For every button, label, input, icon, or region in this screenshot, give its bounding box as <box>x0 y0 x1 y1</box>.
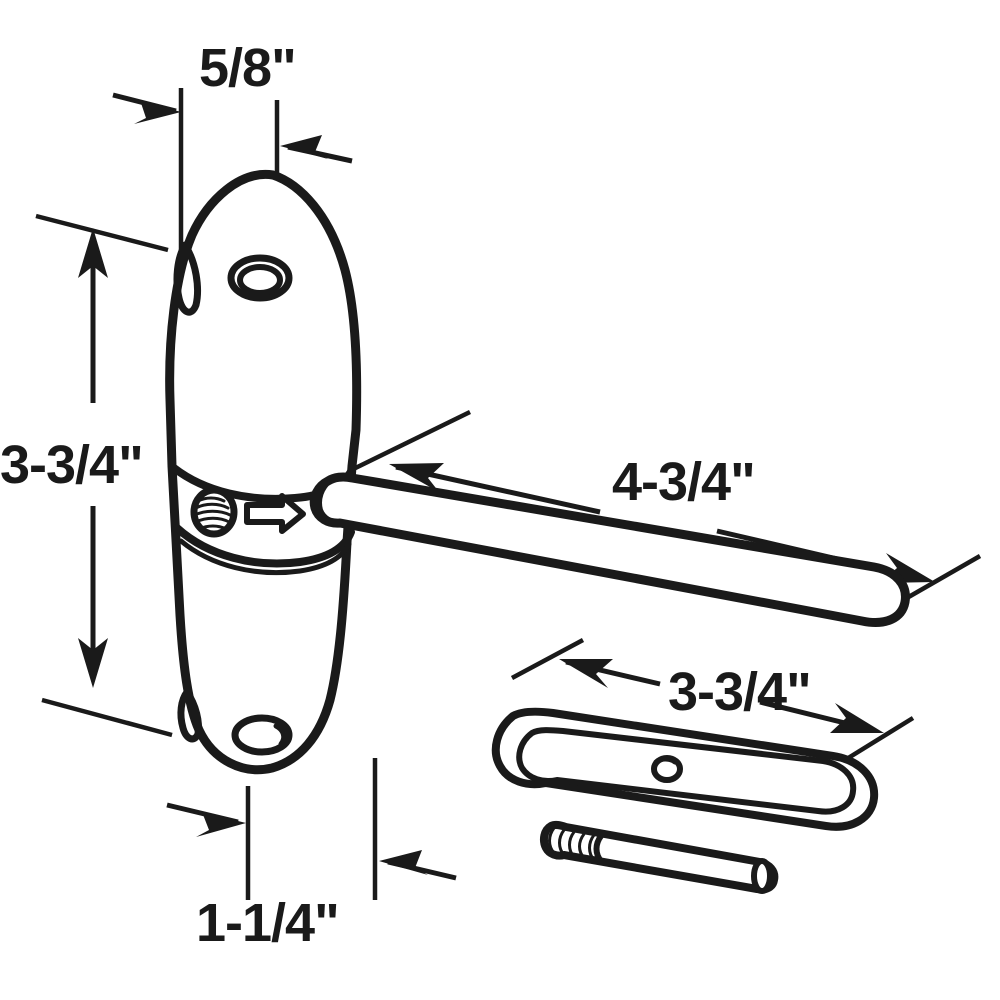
arrowhead-up <box>78 228 108 278</box>
dimension-line-right-seg <box>759 699 846 726</box>
screw-hole-lower <box>231 714 293 756</box>
extension-line-bottom <box>41 697 173 738</box>
threaded-pin-threads <box>548 826 596 862</box>
dimension-3-3-4-inch-height <box>35 213 173 738</box>
extension-line-near <box>510 638 585 680</box>
notch-lower-left <box>177 688 202 743</box>
arrowhead-left <box>559 659 613 688</box>
arrowhead-right <box>280 135 328 159</box>
pin-open-end <box>751 858 773 894</box>
dimension-label-5-8: 5/8" <box>199 38 296 98</box>
collar-bottom-edge-shadow <box>178 538 352 576</box>
direction-arrow-icon <box>244 493 306 534</box>
dimension-3-3-4-inch-bar <box>510 638 915 762</box>
flat-bar <box>491 707 879 831</box>
dimension-label-height: 3-3/4" <box>0 435 143 495</box>
screw-hole-lower-highlight <box>273 723 287 747</box>
extension-line-near <box>334 409 471 481</box>
arrowhead-left <box>134 100 181 124</box>
arrowhead-down <box>78 638 108 688</box>
dimension-label-arm-length: 4-3/4" <box>612 452 755 512</box>
dimension-label-width: 1-1/4" <box>196 893 339 953</box>
threaded-pin-outline <box>539 820 779 894</box>
hinge-body <box>165 169 362 775</box>
threaded-pin <box>539 820 779 894</box>
flat-bar-inner-outline <box>516 727 857 815</box>
dimension-label-bar-length: 3-3/4" <box>668 662 811 722</box>
extension-line-top <box>35 213 169 253</box>
flat-bar-hole-highlight <box>653 756 678 765</box>
arrowhead-right <box>830 703 884 733</box>
arrowhead-left <box>389 463 444 492</box>
notch-upper-left <box>173 241 201 316</box>
dimension-1-1-4-inch <box>166 758 457 900</box>
thread-section-boundary <box>593 833 604 864</box>
screw-hole-upper-inner <box>237 264 283 296</box>
arrowhead-right <box>379 850 428 875</box>
pivot-arm-left-cap <box>316 477 343 526</box>
extension-line-far <box>843 716 915 762</box>
pivot-arm <box>309 472 910 627</box>
flat-bar-outer-outline <box>491 707 879 831</box>
arrowhead-left <box>196 812 246 837</box>
threaded-hole-hatching <box>193 496 232 531</box>
pivot-arm-outline <box>309 472 910 627</box>
collar-bottom-edge <box>173 524 355 568</box>
